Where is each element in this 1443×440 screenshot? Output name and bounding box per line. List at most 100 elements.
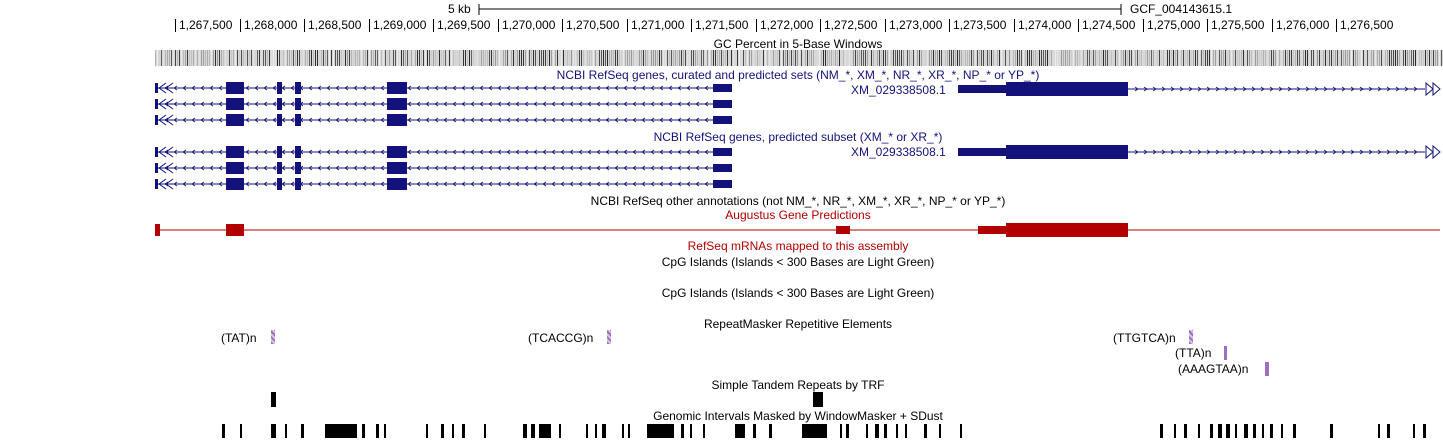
masked-interval[interactable] [271, 424, 276, 438]
masked-interval[interactable] [1174, 424, 1176, 438]
masked-interval[interactable] [628, 424, 630, 438]
masked-interval[interactable] [285, 424, 287, 438]
masked-interval[interactable] [1423, 424, 1426, 438]
strand-arrow [704, 117, 709, 123]
masked-interval[interactable] [484, 424, 486, 438]
gc-percent-track[interactable] [155, 50, 1443, 66]
masked-interval[interactable] [1244, 424, 1248, 438]
masked-interval[interactable] [1281, 424, 1283, 438]
masked-interval[interactable] [462, 424, 465, 438]
strand-arrow [515, 117, 520, 123]
masked-interval[interactable] [802, 424, 827, 438]
masked-interval[interactable] [1378, 424, 1380, 438]
masked-interval[interactable] [1293, 424, 1296, 438]
strand-arrow [650, 101, 655, 107]
masked-interval[interactable] [441, 424, 444, 438]
strand-arrow [560, 85, 565, 91]
masked-interval[interactable] [875, 424, 879, 438]
masked-interval[interactable] [325, 424, 357, 438]
strand-arrow [1314, 149, 1319, 155]
masked-interval[interactable] [896, 424, 898, 438]
masked-interval[interactable] [681, 424, 684, 438]
strand-arrow [668, 117, 673, 123]
strand-arrow [515, 181, 520, 187]
masked-interval[interactable] [240, 424, 242, 438]
strand-arrow [182, 165, 187, 171]
strand-arrow [641, 165, 646, 171]
masked-interval[interactable] [647, 424, 674, 438]
simple-repeat-element[interactable] [813, 392, 823, 407]
masked-interval[interactable] [539, 424, 551, 438]
refseq-predicted-gene-label[interactable]: XM_029338508.1 [851, 145, 946, 159]
strand-arrow [524, 181, 529, 187]
repeat-element[interactable] [1224, 346, 1227, 360]
masked-interval[interactable] [523, 424, 527, 438]
masked-interval[interactable] [301, 424, 304, 438]
masked-interval[interactable] [735, 424, 745, 438]
masked-interval[interactable] [866, 424, 868, 438]
strand-arrow [578, 101, 583, 107]
strand-arrow [470, 101, 475, 107]
strand-arrow [326, 85, 331, 91]
masked-interval[interactable] [384, 424, 386, 438]
masked-interval[interactable] [222, 424, 225, 438]
masked-interval[interactable] [586, 424, 588, 438]
repeat-element[interactable] [607, 330, 611, 344]
masked-interval[interactable] [769, 424, 772, 438]
masked-interval[interactable] [531, 424, 535, 438]
masked-interval[interactable] [960, 424, 962, 438]
refseq-all-gene-label[interactable]: XM_029338508.1 [851, 83, 946, 97]
simple-repeat-element[interactable] [271, 392, 276, 407]
refseq-all-track[interactable] [0, 78, 1443, 130]
masked-interval[interactable] [690, 424, 692, 438]
masked-interval[interactable] [703, 424, 705, 438]
repeat-element[interactable] [1189, 330, 1193, 344]
masked-interval[interactable] [924, 424, 927, 438]
strand-arrow [1152, 149, 1157, 155]
masked-interval[interactable] [559, 424, 561, 438]
masked-interval[interactable] [1253, 424, 1256, 438]
masked-interval[interactable] [1270, 424, 1273, 438]
masked-interval[interactable] [939, 424, 941, 438]
masked-interval[interactable] [905, 424, 907, 438]
masked-interval[interactable] [1413, 424, 1415, 438]
exon [226, 146, 244, 158]
masked-interval[interactable] [362, 424, 365, 438]
masked-interval[interactable] [376, 424, 379, 438]
masked-interval[interactable] [753, 424, 756, 438]
repeat-element[interactable] [271, 330, 275, 344]
masked-interval[interactable] [846, 424, 849, 438]
repeat-element[interactable] [1265, 362, 1269, 376]
masked-interval[interactable] [1330, 424, 1333, 438]
augustus-gene-prediction[interactable] [0, 222, 1443, 238]
strand-arrow [506, 165, 511, 171]
strand-arrow [686, 181, 691, 187]
masked-interval[interactable] [1226, 424, 1230, 438]
masked-interval[interactable] [595, 424, 597, 438]
masked-interval[interactable] [884, 424, 887, 438]
masked-interval[interactable] [622, 424, 624, 438]
masked-interval[interactable] [1218, 424, 1222, 438]
masked-interval[interactable] [1262, 424, 1264, 438]
masked-interval[interactable] [1184, 424, 1187, 438]
strand-arrow [272, 181, 277, 187]
masked-interval[interactable] [1198, 424, 1200, 438]
masked-interval[interactable] [840, 424, 842, 438]
strand-arrow [326, 181, 331, 187]
masked-interval[interactable] [426, 424, 428, 438]
strand-arrow [677, 165, 682, 171]
refseq-predicted-track[interactable] [0, 140, 1443, 192]
masked-interval[interactable] [1235, 424, 1237, 438]
ruler-tick-label: 1,268,500 [308, 18, 362, 32]
masked-interval[interactable] [602, 424, 606, 438]
strand-arrow [416, 149, 421, 155]
masked-interval[interactable] [1210, 424, 1213, 438]
masked-interval[interactable] [1160, 424, 1163, 438]
masked-interval[interactable] [452, 424, 454, 438]
strand-arrow [542, 85, 547, 91]
exon [713, 180, 732, 188]
masked-interval[interactable] [1387, 424, 1390, 438]
strand-arrow [488, 117, 493, 123]
strand-arrow [353, 181, 358, 187]
